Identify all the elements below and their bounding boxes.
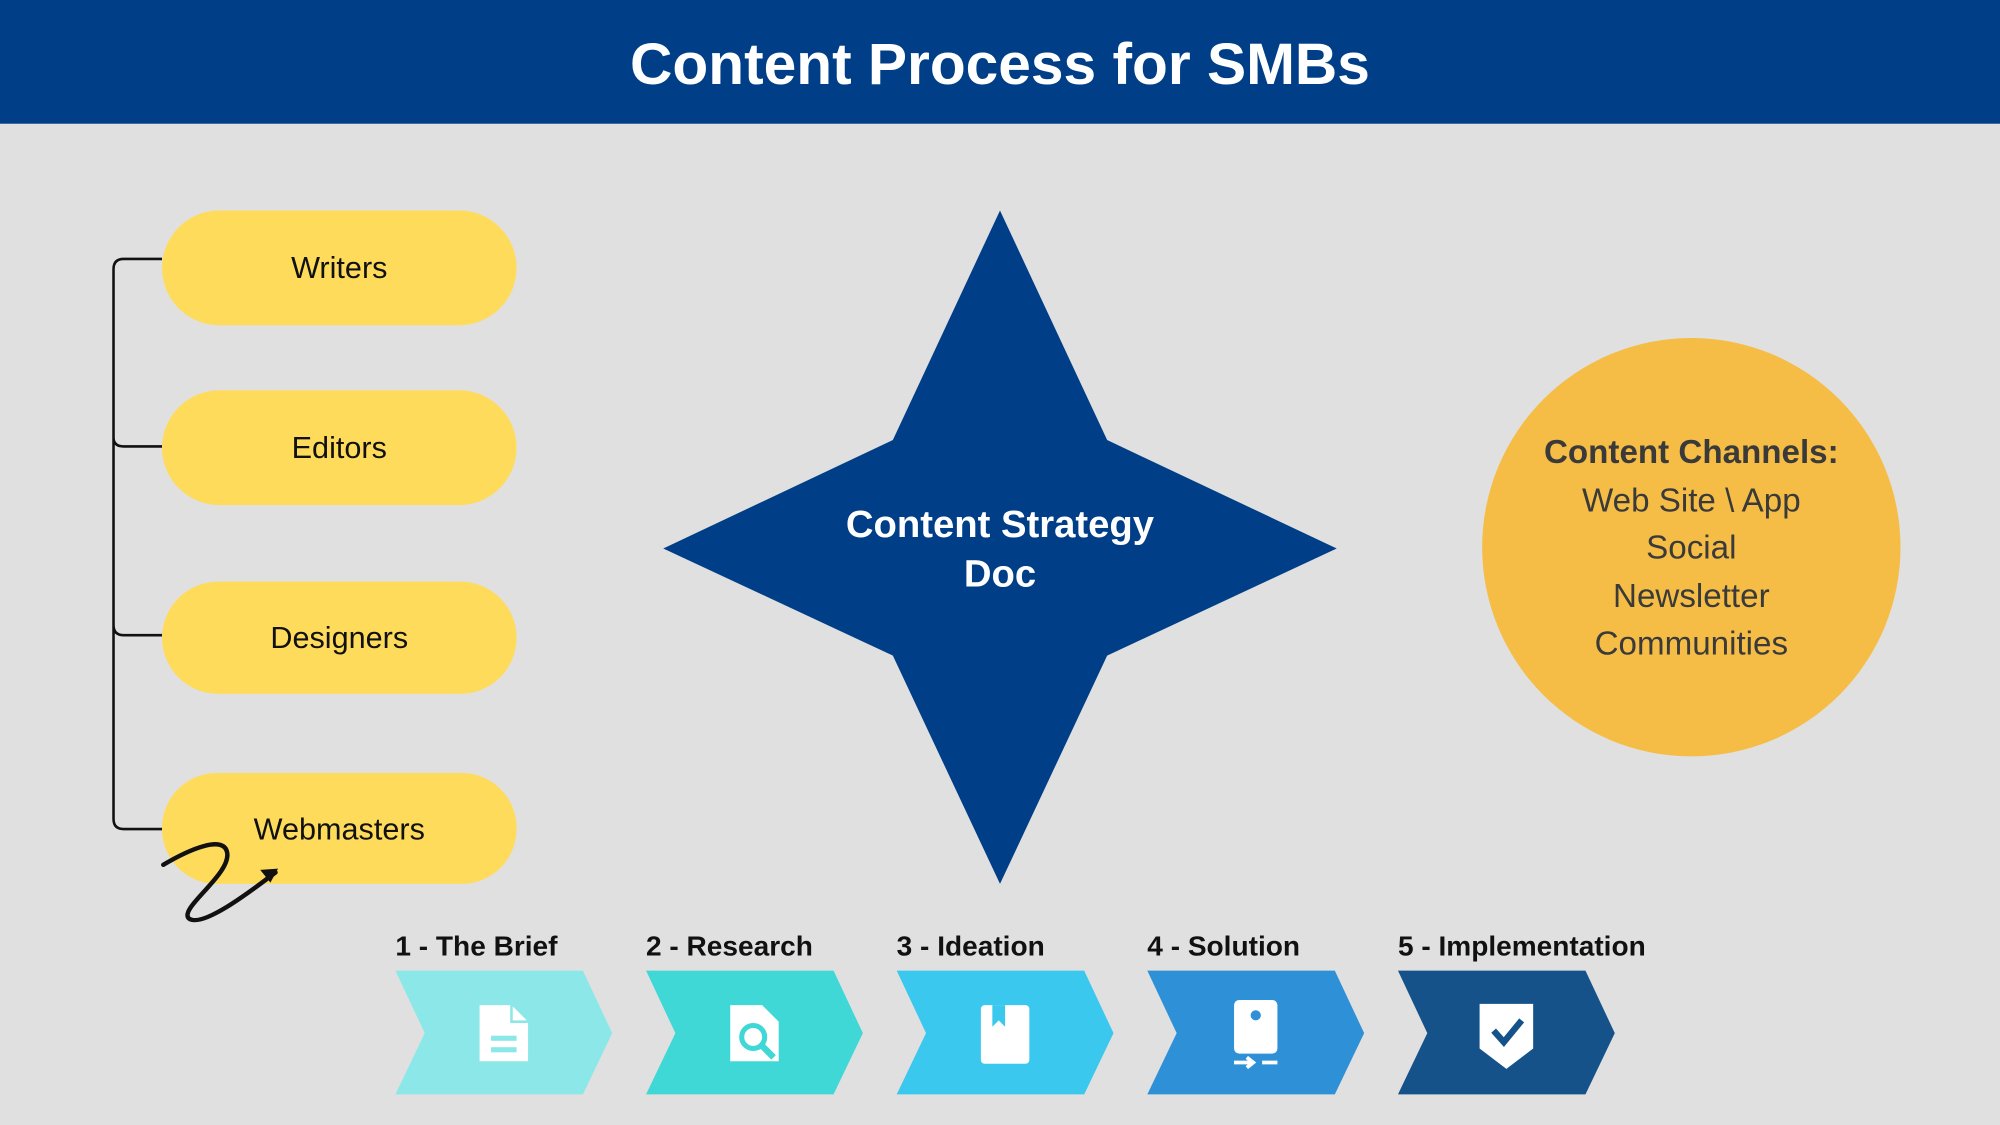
header-banner: Content Process for SMBs [0, 0, 2000, 124]
device-transfer-icon [1234, 1000, 1278, 1070]
star-title-line1: Content Strategy [846, 503, 1155, 546]
roles-group: Writers Editors Designers Webmasters [112, 210, 517, 923]
process-steps: 1 - The Brief 2 - Research 3 - Ideation 4 -… [395, 930, 1646, 1095]
channels-title: Content Channels: [1544, 434, 1839, 471]
page-title: Content Process for SMBs [630, 32, 1370, 97]
step-3: 3 - Ideation [897, 930, 1114, 1095]
step-label: 1 - The Brief [395, 930, 558, 961]
step-label: 4 - Solution [1147, 930, 1300, 961]
step-label: 2 - Research [646, 930, 813, 961]
role-pill-writers [161, 210, 517, 326]
content-channels-circle: Content Channels: Web Site \ App Social … [1482, 338, 1901, 757]
content-strategy-star: Content Strategy Doc [663, 210, 1337, 884]
star-title-line2: Doc [964, 553, 1036, 596]
step-label: 5 - Implementation [1398, 930, 1646, 961]
squiggle-arrow-icon [161, 842, 279, 923]
document-icon [479, 1005, 529, 1062]
channel-item: Web Site \ App [1582, 482, 1801, 519]
book-icon [980, 1005, 1030, 1064]
header-bar [0, 0, 2000, 124]
role-label: Designers [270, 621, 408, 655]
bracket-connector [112, 257, 162, 831]
role-pill-editors [161, 390, 517, 506]
role-pill-designers [161, 581, 517, 694]
role-label: Writers [291, 251, 387, 285]
step-5: 5 - Implementation [1397, 930, 1646, 1095]
step-1: 1 - The Brief [395, 930, 613, 1095]
step-label: 3 - Ideation [897, 930, 1045, 961]
search-document-icon [730, 1005, 779, 1062]
step-2: 2 - Research [646, 930, 863, 1095]
channel-item: Communities [1595, 625, 1788, 662]
channel-item: Social [1646, 530, 1736, 567]
channels-circle-shape [1482, 338, 1901, 757]
channel-item: Newsletter [1613, 578, 1770, 615]
role-label: Webmasters [254, 812, 425, 846]
step-4: 4 - Solution [1147, 930, 1365, 1095]
role-label: Editors [292, 431, 387, 465]
star-shape [663, 210, 1337, 884]
shield-check-icon [1479, 1003, 1534, 1069]
role-pill-webmasters [161, 772, 517, 884]
